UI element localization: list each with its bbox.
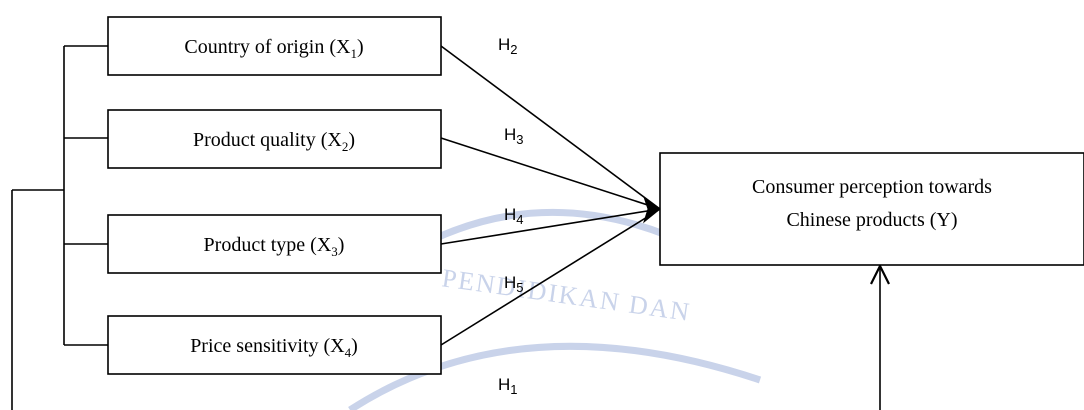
arrow-h4 xyxy=(440,208,661,245)
box-product-quality: Product quality (X2) xyxy=(107,109,442,169)
arrow-h3 xyxy=(440,137,661,210)
converging-arrowhead xyxy=(643,195,661,224)
box-product-quality-frame xyxy=(107,109,442,169)
box-consumer-perception: Consumer perception towards Chinese prod… xyxy=(659,152,1084,266)
box-price-sensitivity: Price sensitivity (X4) xyxy=(107,315,442,375)
watermark-text: PENDIDIKAN DAN xyxy=(440,263,693,327)
box-consumer-perception-frame xyxy=(659,152,1084,266)
hypothesis-label-h2: H2 xyxy=(498,35,518,57)
arrow-h5 xyxy=(440,208,661,346)
hypothesis-label-h4: H4 xyxy=(504,205,524,227)
box-product-type: Product type (X3) xyxy=(107,214,442,274)
hypothesis-arrows xyxy=(440,45,661,346)
box-country-of-origin: Country of origin (X1) xyxy=(107,16,442,76)
hypothesis-label-h3: H3 xyxy=(504,125,524,147)
box-product-type-label: Product type (X3) xyxy=(204,234,345,259)
hypothesis-label-h5: H5 xyxy=(504,273,524,295)
box-consumer-perception-line2: Chinese products (Y) xyxy=(786,209,957,231)
hypothesis-label-h1: H1 xyxy=(498,375,518,397)
left-bracket xyxy=(11,45,108,410)
box-country-of-origin-label: Country of origin (X1) xyxy=(184,36,363,61)
box-product-type-frame xyxy=(107,214,442,274)
arrow-h2 xyxy=(440,45,661,210)
h1-arrowhead xyxy=(870,263,890,285)
box-product-quality-label: Product quality (X2) xyxy=(193,129,355,154)
watermark-arc-inner xyxy=(348,342,762,410)
box-price-sensitivity-label: Price sensitivity (X4) xyxy=(190,335,358,360)
box-consumer-perception-line1: Consumer perception towards xyxy=(752,176,992,198)
